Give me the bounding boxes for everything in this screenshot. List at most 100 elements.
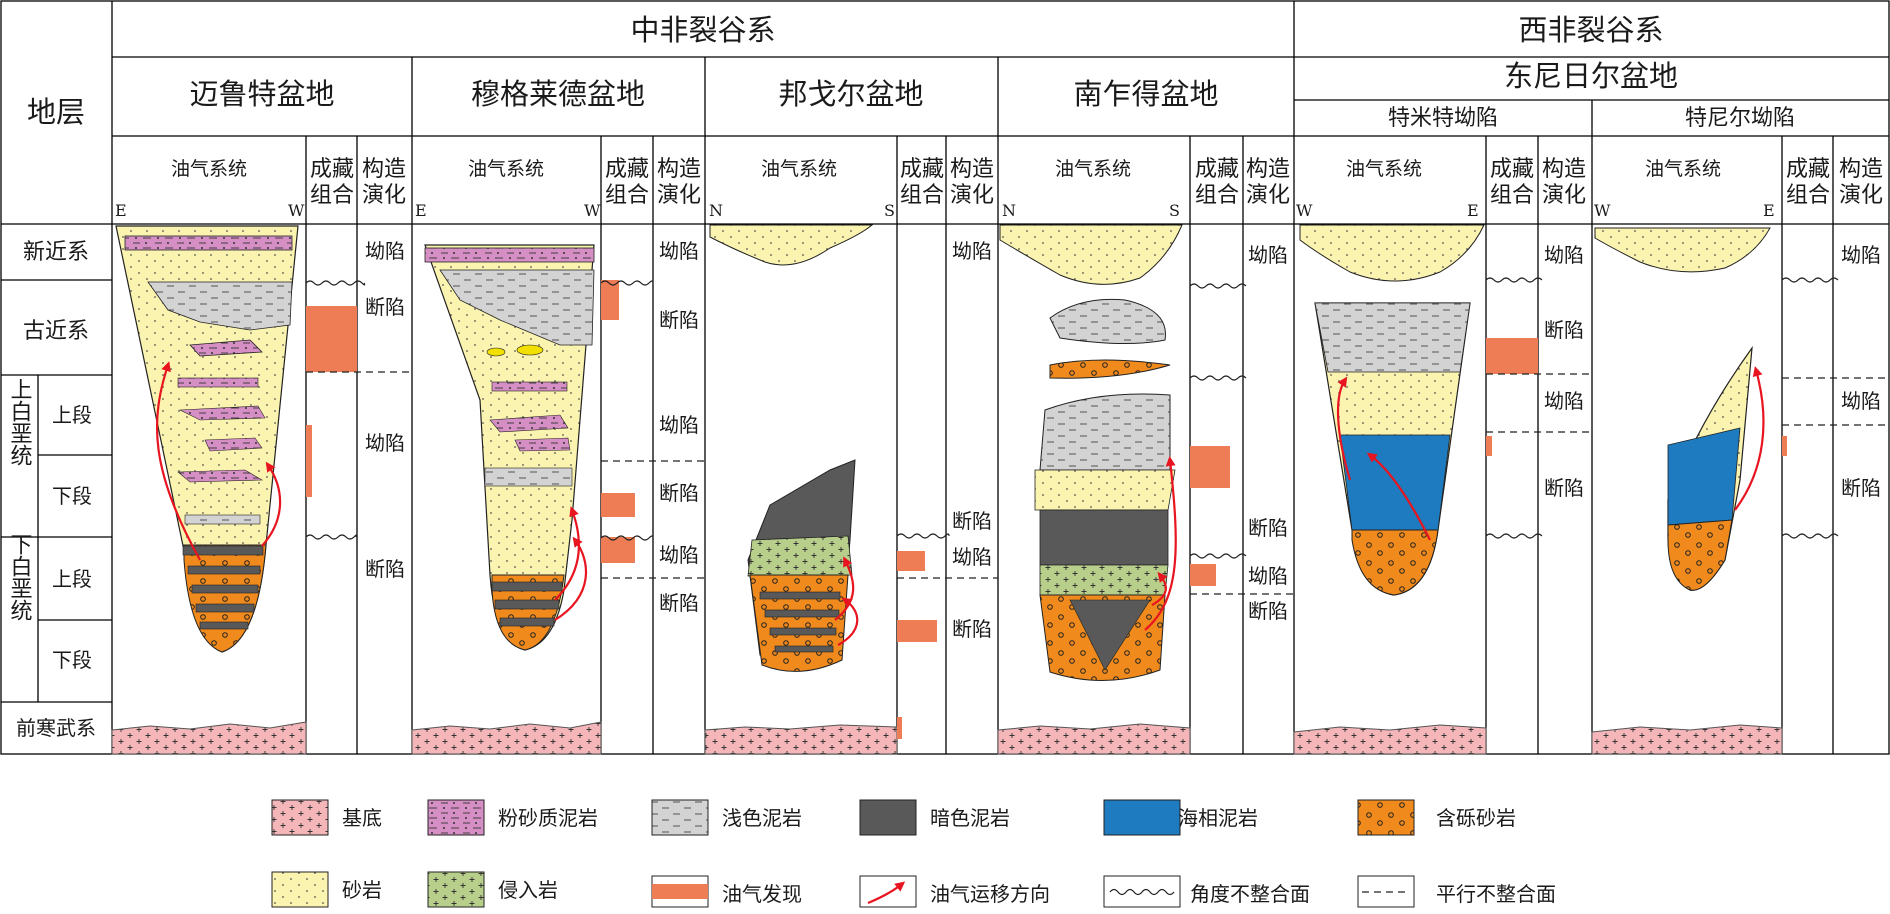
strata-labels: 新近系 古近系 上白垩统 下白垩统 上段 下段 上段 下段 前寒武系 bbox=[7, 240, 97, 740]
petroleum-system-header: 油气系统 bbox=[171, 158, 247, 180]
accumulation-header: 组合 bbox=[310, 183, 354, 208]
stratum-lower-cretaceous: 下白垩统 bbox=[7, 533, 33, 621]
accumulation-header: 组合 bbox=[1490, 183, 1534, 208]
stage-fault: 断陷 bbox=[1544, 318, 1584, 342]
member-upper: 上段 bbox=[52, 567, 92, 591]
accumulation-header: 成藏 bbox=[900, 157, 944, 182]
basin-title-tenere: 特尼尔坳陷 bbox=[1685, 106, 1795, 131]
section-muglad bbox=[424, 244, 595, 651]
region-west-african: 西非裂谷系 bbox=[1518, 13, 1663, 47]
direction-left: N bbox=[1002, 201, 1016, 220]
legend-label: 油气发现 bbox=[722, 882, 802, 906]
legend-label: 砂岩 bbox=[342, 878, 382, 902]
stratum-upper-cretaceous: 上白垩统 bbox=[7, 378, 33, 466]
direction-right: W bbox=[584, 201, 601, 220]
region-central-african: 中非裂谷系 bbox=[630, 13, 775, 47]
discovery-bar bbox=[601, 537, 635, 563]
stage-sag: 坳陷 bbox=[1544, 389, 1584, 413]
accumulation-header: 成藏 bbox=[1786, 157, 1830, 182]
tectonic-header: 构造 bbox=[950, 157, 994, 182]
legend-swatch-sandstone bbox=[271, 871, 329, 908]
stage-sag: 坳陷 bbox=[659, 543, 699, 567]
stage-sag: 坳陷 bbox=[1841, 243, 1881, 267]
legend-swatch-marine-mudstone bbox=[1103, 799, 1181, 836]
legend-label: 角度不整合面 bbox=[1190, 882, 1310, 906]
direction-left: E bbox=[415, 201, 427, 220]
legend-swatch-basement bbox=[271, 799, 329, 836]
tectonic-header: 构造 bbox=[362, 157, 406, 182]
direction-left: W bbox=[1296, 201, 1313, 220]
discovery-bar bbox=[897, 620, 937, 642]
legend-label: 海相泥岩 bbox=[1178, 806, 1258, 830]
basement-strips bbox=[111, 721, 1783, 755]
direction-right: E bbox=[1467, 201, 1479, 220]
accumulation-header: 成藏 bbox=[310, 157, 354, 182]
basin-title-bongor: 邦戈尔盆地 bbox=[778, 77, 923, 111]
tectonic-header: 演化 bbox=[1839, 183, 1883, 208]
direction-right: S bbox=[1169, 201, 1180, 220]
stratum-precambrian: 前寒武系 bbox=[16, 716, 96, 740]
legend-swatch-hydrocarbon-discovery bbox=[652, 884, 708, 899]
tectonic-labels: 坳陷 断陷 坳陷 断陷 坳陷 断陷 坳陷 断陷 坳陷 断陷 坳陷 断陷 坳陷 断… bbox=[365, 239, 1881, 641]
east-niger-basin-title: 东尼日尔盆地 bbox=[1504, 59, 1678, 93]
member-lower: 下段 bbox=[52, 484, 92, 508]
legend-label: 浅色泥岩 bbox=[722, 806, 802, 830]
section-melut bbox=[115, 225, 299, 653]
stage-fault: 断陷 bbox=[1544, 476, 1584, 500]
petroleum-system-header: 油气系统 bbox=[468, 158, 544, 180]
basin-title-melut: 迈鲁特盆地 bbox=[189, 77, 334, 111]
legend-label: 平行不整合面 bbox=[1436, 882, 1556, 906]
stratum-paleogene: 古近系 bbox=[23, 319, 89, 344]
member-lower: 下段 bbox=[52, 648, 92, 672]
header: 地层 中非裂谷系 西非裂谷系 东尼日尔盆地 迈鲁特盆地 穆格莱德盆地 邦戈尔盆地… bbox=[27, 13, 1795, 131]
legend-migration-arrow-icon bbox=[867, 881, 906, 905]
basin-title-muglad: 穆格莱德盆地 bbox=[471, 77, 645, 111]
strata-header: 地层 bbox=[27, 95, 85, 129]
discovery-bar bbox=[601, 493, 635, 517]
legend-swatch-silty-mudstone bbox=[427, 799, 485, 836]
basin-title-south-chad: 南乍得盆地 bbox=[1073, 77, 1218, 111]
accumulation-header: 组合 bbox=[605, 183, 649, 208]
discovery-bar bbox=[601, 280, 619, 320]
legend: 基底 粉砂质泥岩 浅色泥岩 暗色泥岩 海相泥岩 含砾砂岩 砂岩 侵入岩 油气发现… bbox=[271, 799, 1556, 908]
table-grid bbox=[0, 0, 1890, 755]
petroleum-system-header: 油气系统 bbox=[1055, 158, 1131, 180]
unconformities bbox=[305, 277, 1889, 595]
direction-left: N bbox=[709, 201, 723, 220]
stage-sag: 坳陷 bbox=[659, 239, 699, 263]
stage-sag: 坳陷 bbox=[365, 431, 405, 455]
stage-fault: 断陷 bbox=[1841, 476, 1881, 500]
tectonic-header: 演化 bbox=[362, 183, 406, 208]
stage-fault: 断陷 bbox=[1248, 516, 1288, 540]
petroleum-system-header: 油气系统 bbox=[761, 158, 837, 180]
accumulation-header: 组合 bbox=[1786, 183, 1830, 208]
discovery-bar bbox=[897, 717, 902, 739]
member-upper: 上段 bbox=[52, 403, 92, 427]
discovery-bar bbox=[1486, 338, 1538, 374]
section-tenere bbox=[1594, 227, 1771, 591]
petroleum-system-header: 油气系统 bbox=[1645, 158, 1721, 180]
direction-right: S bbox=[884, 201, 895, 220]
stage-sag: 坳陷 bbox=[1544, 243, 1584, 267]
tectonic-header: 演化 bbox=[1542, 183, 1586, 208]
legend-label: 侵入岩 bbox=[498, 878, 558, 902]
stage-fault: 断陷 bbox=[659, 591, 699, 615]
section-south-chad bbox=[999, 224, 1183, 682]
legend-swatch-pebbly-sandstone bbox=[1357, 799, 1415, 836]
discovery-bar bbox=[1782, 436, 1787, 456]
tectonic-header: 构造 bbox=[1839, 157, 1883, 182]
direction-right: W bbox=[288, 201, 305, 220]
tectonic-header: 演化 bbox=[950, 183, 994, 208]
legend-swatch-light-mudstone bbox=[651, 799, 709, 836]
section-bongor bbox=[709, 224, 874, 672]
basin-title-termit: 特米特坳陷 bbox=[1388, 106, 1498, 131]
stage-sag: 坳陷 bbox=[659, 413, 699, 437]
direction-right: E bbox=[1763, 201, 1775, 220]
stage-fault: 断陷 bbox=[952, 617, 992, 641]
legend-label: 含砾砂岩 bbox=[1436, 806, 1516, 830]
legend-swatch-dark-mudstone bbox=[859, 799, 917, 836]
accumulation-header: 成藏 bbox=[605, 157, 649, 182]
legend-label: 油气运移方向 bbox=[930, 882, 1050, 906]
tectonic-header: 构造 bbox=[1542, 157, 1586, 182]
legend-angular-unconformity-icon bbox=[1109, 888, 1175, 896]
